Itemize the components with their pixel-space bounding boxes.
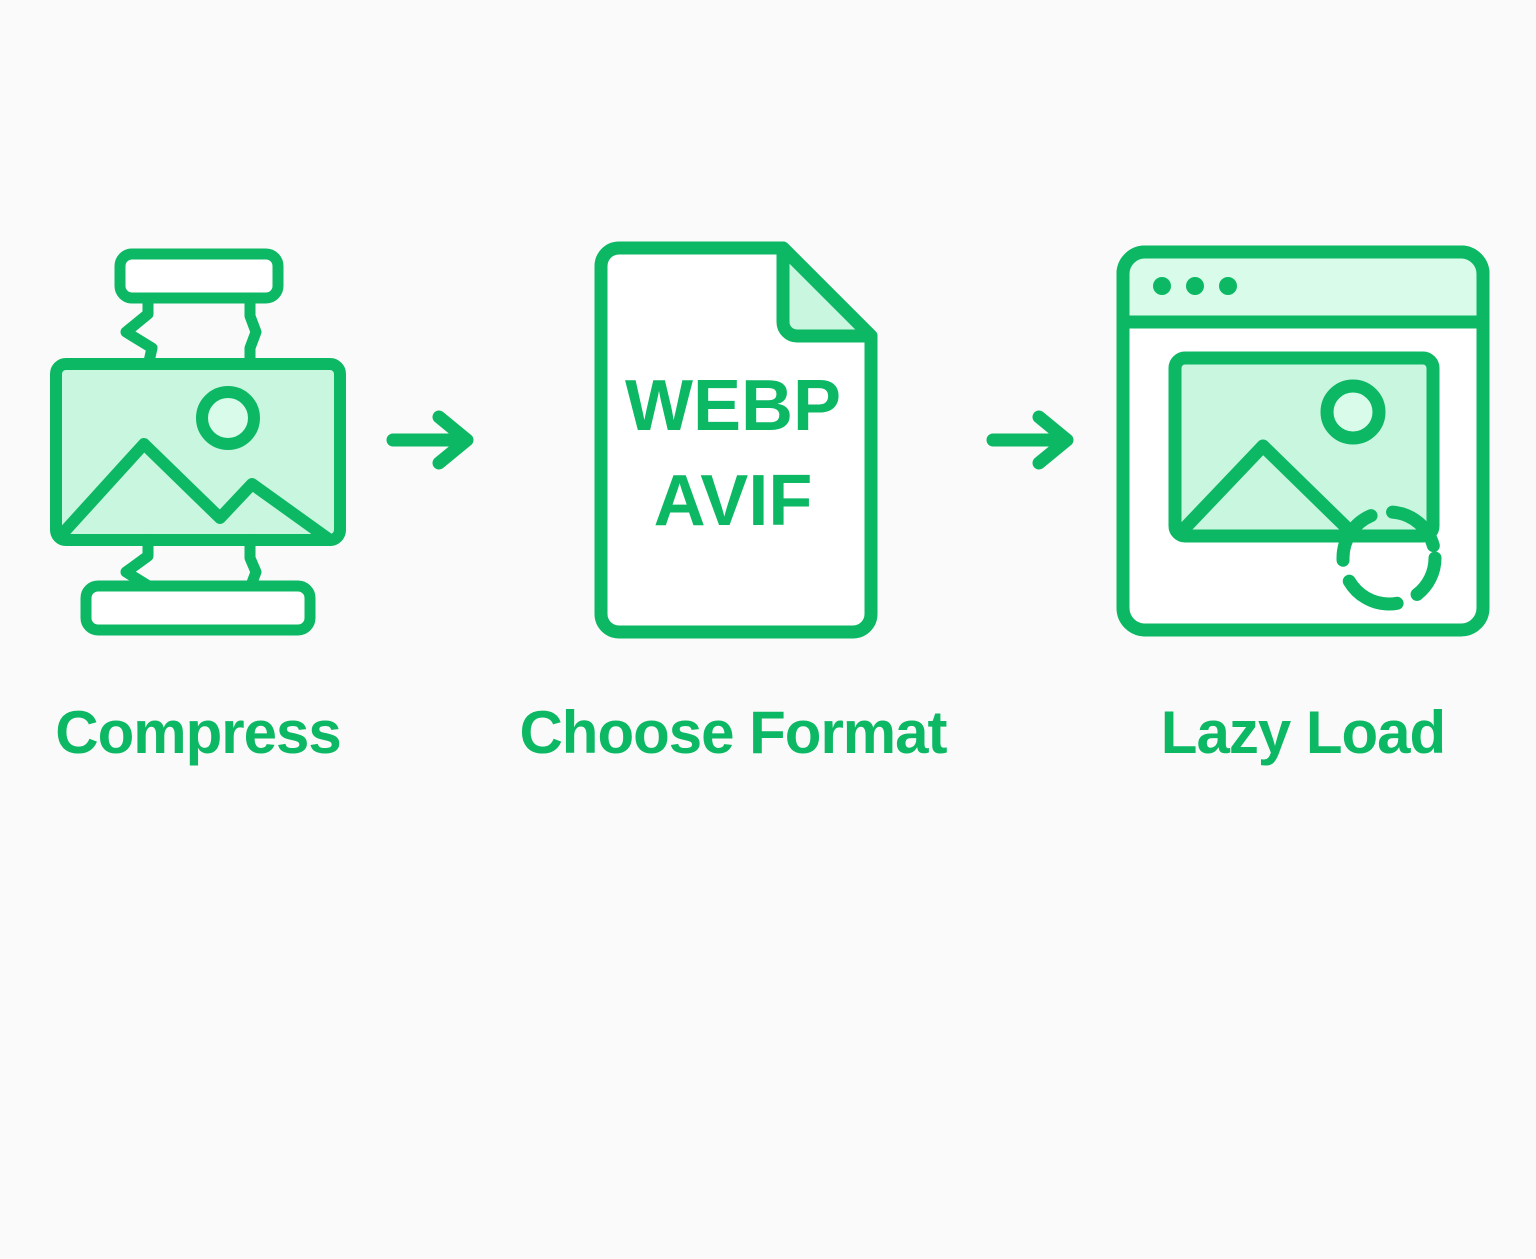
browser-window-icon	[1103, 235, 1503, 645]
mountain-shape	[58, 438, 336, 546]
page-outline	[594, 241, 878, 639]
step-choose-format[interactable]: WEBP AVIF Choose Format	[503, 235, 963, 763]
sun-circle-icon	[196, 386, 260, 450]
mountain-shape	[1176, 439, 1356, 537]
title-bar-dot-2	[1186, 277, 1204, 295]
press-plate-top	[114, 248, 284, 304]
spring-leg-top-right	[244, 292, 262, 372]
title-bar-dot-3	[1219, 277, 1237, 295]
document-line-avif: AVIF	[654, 461, 813, 541]
step-label-lazy-load: Lazy Load	[1160, 699, 1446, 766]
folded-corner	[776, 241, 878, 343]
step-label-compress: Compress	[55, 699, 341, 766]
spring-leg-top-left	[120, 292, 158, 372]
step-compress[interactable]: Compress	[33, 235, 363, 763]
step-lazy-load[interactable]: Lazy Load	[1103, 235, 1503, 763]
diagram-canvas: Compress WEBP AVIF Choo	[50, 241, 1490, 763]
title-bar-dot-1	[1153, 277, 1171, 295]
arrow-head	[1032, 410, 1074, 470]
document-file-icon: WEBP AVIF	[503, 235, 963, 645]
arrow-head	[432, 410, 474, 470]
press-plate-bottom	[80, 580, 316, 636]
title-bar	[1116, 245, 1490, 329]
sun-circle-icon	[1320, 379, 1386, 445]
compress-image-icon	[33, 235, 363, 645]
document-line-webp: WEBP	[625, 366, 841, 446]
loading-spinner-dashed-circle	[1336, 505, 1442, 611]
arrow-right-icon-2	[963, 235, 1103, 645]
arrow-right-icon-1	[363, 235, 503, 645]
step-label-choose-format: Choose Format	[519, 699, 947, 766]
